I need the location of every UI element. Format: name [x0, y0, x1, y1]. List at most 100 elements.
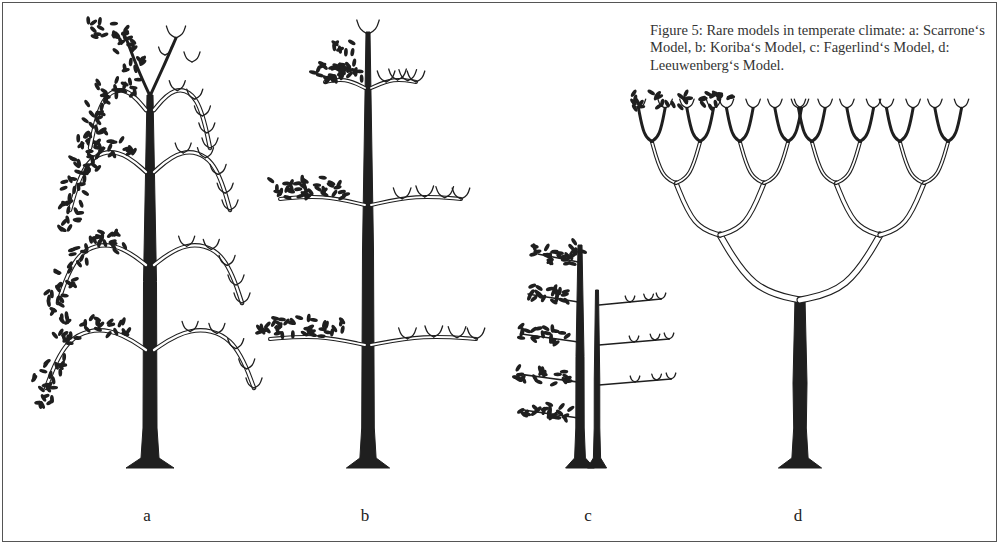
koriba-tree: [255, 20, 485, 468]
branch: [425, 186, 434, 197]
leaf: [558, 331, 567, 335]
leaf: [73, 336, 82, 340]
leaf: [669, 100, 676, 109]
leaf: [360, 74, 364, 83]
label-box: b: [361, 506, 370, 526]
branch: [476, 328, 485, 339]
branch: [847, 99, 854, 108]
branch: [393, 188, 402, 199]
branch: [720, 235, 800, 300]
branch: [154, 152, 230, 210]
branch-core: [270, 337, 365, 345]
leaf: [543, 243, 551, 252]
branch: [656, 293, 661, 299]
leaf: [39, 368, 48, 374]
leaf: [540, 406, 549, 412]
branch: [625, 296, 630, 302]
leaf: [133, 64, 139, 73]
branch-core: [70, 152, 146, 210]
leaf: [60, 179, 69, 185]
leaf: [558, 297, 567, 303]
branch: [46, 330, 146, 388]
leaf: [550, 324, 554, 333]
leaf: [96, 239, 102, 248]
leaf: [83, 325, 92, 334]
branch: [467, 328, 476, 339]
leaf: [96, 130, 105, 135]
leaf: [41, 382, 50, 388]
branch: [775, 108, 788, 141]
branch: [629, 336, 634, 342]
branch: [357, 20, 368, 34]
branch: [425, 326, 434, 337]
leaf: [96, 24, 105, 31]
leaf: [72, 245, 81, 251]
leaf: [78, 199, 84, 208]
branch: [753, 99, 760, 108]
branch: [726, 108, 739, 141]
branch-core: [764, 141, 788, 183]
leaf: [561, 289, 570, 295]
leaf: [309, 317, 318, 322]
leaf: [112, 47, 121, 55]
leaf: [663, 99, 670, 108]
leaf: [699, 96, 708, 103]
branch: [183, 143, 191, 153]
branch: [325, 80, 365, 88]
branch: [192, 52, 200, 62]
leaf: [67, 175, 74, 184]
trunk: [778, 298, 821, 468]
leaf: [66, 223, 73, 232]
branch-core: [924, 141, 948, 183]
leaf: [76, 211, 85, 216]
branch: [207, 123, 215, 133]
leaf: [333, 185, 342, 191]
leaf: [519, 328, 526, 337]
branch-core: [371, 80, 416, 88]
branch: [836, 141, 860, 183]
branch: [634, 336, 639, 342]
branch: [179, 236, 187, 246]
branch: [900, 141, 924, 183]
leaf: [713, 99, 718, 108]
branch: [948, 108, 961, 141]
branch-core: [280, 197, 365, 205]
branch: [242, 293, 250, 303]
leaf: [318, 175, 327, 180]
branch: [847, 108, 860, 141]
branch: [416, 186, 425, 197]
branch: [177, 81, 185, 91]
leaf: [276, 189, 283, 198]
branch: [246, 378, 254, 388]
branch-core: [676, 183, 720, 235]
leaf: [128, 58, 133, 67]
leaf: [534, 284, 543, 292]
leaf: [110, 242, 118, 251]
leaf: [86, 16, 90, 25]
branch: [377, 71, 386, 82]
leaf: [60, 218, 68, 227]
leaf: [105, 330, 113, 339]
branch-core: [154, 330, 254, 388]
branch: [935, 108, 948, 141]
leaf: [676, 102, 684, 111]
leaf: [114, 75, 120, 84]
leaf: [76, 134, 80, 142]
panel-letter: d: [794, 506, 803, 526]
leaf: [523, 411, 532, 417]
leaf: [59, 185, 68, 192]
leaf: [58, 316, 66, 325]
leaf: [88, 121, 96, 130]
leaf: [280, 331, 284, 340]
leaf: [515, 363, 523, 372]
leaf: [298, 182, 307, 190]
leaf: [81, 189, 90, 197]
branch: [928, 99, 935, 108]
leaf: [112, 327, 119, 336]
leaf: [331, 66, 340, 71]
leaf: [685, 96, 694, 100]
leaf: [102, 239, 108, 248]
trunk: [587, 290, 606, 468]
leaf: [330, 324, 338, 333]
branch: [880, 183, 924, 235]
